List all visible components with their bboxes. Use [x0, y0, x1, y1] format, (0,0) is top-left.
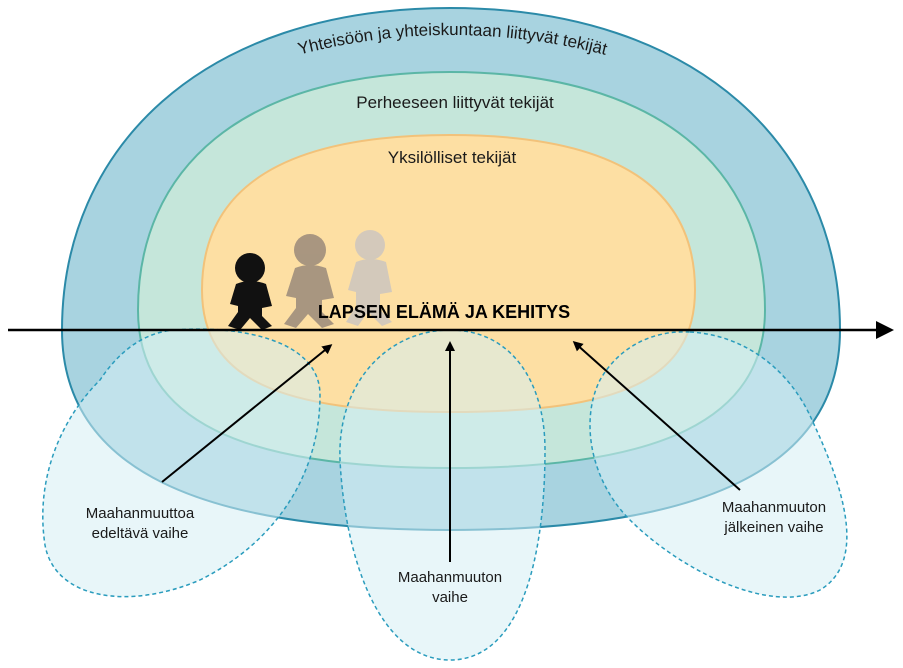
- phase-during-label-line1: Maahanmuuton: [398, 569, 502, 586]
- phase-during-label-line2: vaihe: [432, 589, 468, 606]
- child-figure-light-icon: [346, 230, 392, 326]
- arrow-after-phase: [572, 341, 741, 491]
- phase-after-label-line1: Maahanmuuton: [722, 499, 826, 516]
- phase-before-label-line2: edeltävä vaihe: [92, 525, 189, 542]
- inner-ring-label: Yksilölliset tekijät: [388, 148, 517, 167]
- phase-bubble-during: [339, 329, 546, 661]
- timeline-label: LAPSEN ELÄMÄ JA KEHITYS: [318, 302, 570, 322]
- phase-after-label-line2: jälkeinen vaihe: [723, 519, 823, 536]
- phase-before-label-line1: Maahanmuuttoa: [86, 505, 195, 522]
- phase-bubble-after: [589, 331, 848, 598]
- child-figure-medium-icon: [284, 234, 334, 328]
- middle-ring-label: Perheeseen liittyvät tekijät: [356, 93, 554, 112]
- phase-bubble-before: [42, 328, 321, 598]
- child-figure-dark-icon: [228, 253, 272, 330]
- arrow-before-phase: [161, 344, 333, 483]
